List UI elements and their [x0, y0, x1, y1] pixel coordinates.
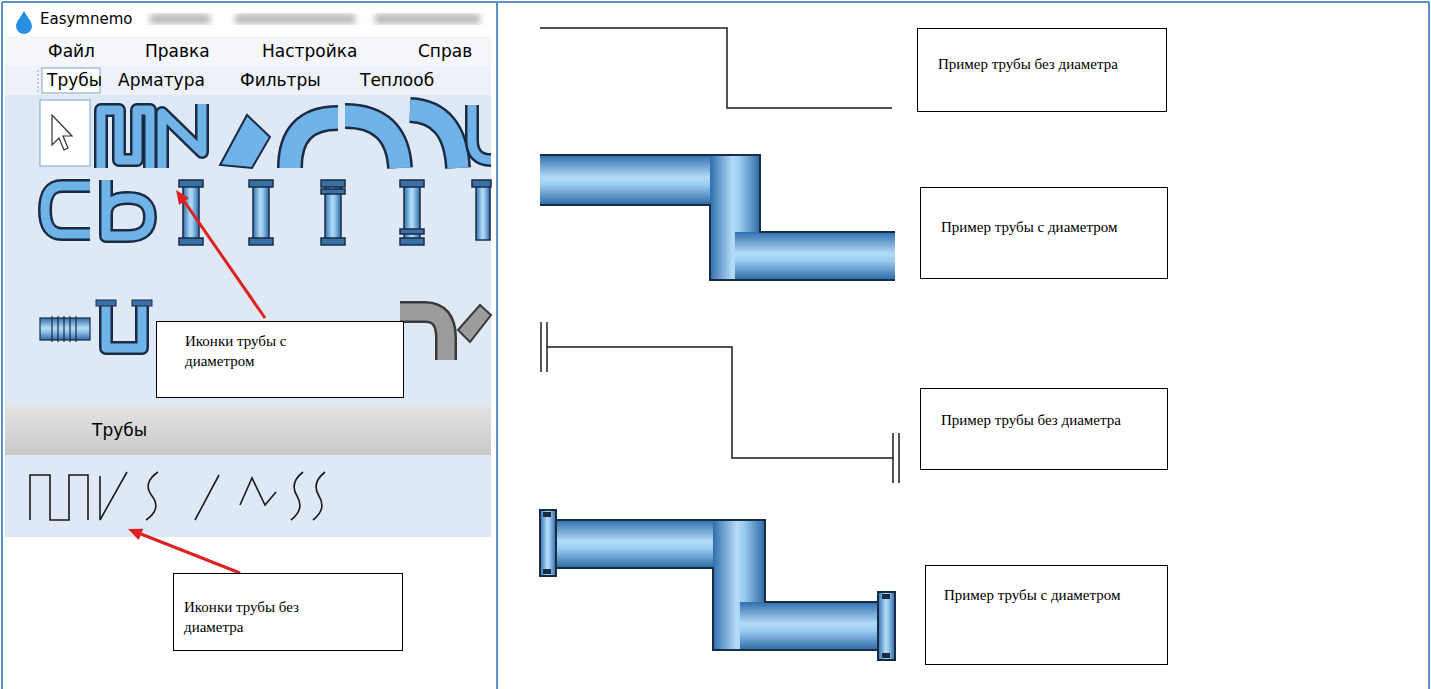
caption-box: Пример трубы с диаметром	[925, 565, 1168, 665]
tab-label: Трубы	[47, 70, 102, 90]
callout-text: Иконки трубы без диаметра	[184, 598, 334, 637]
line-pipe-example	[541, 322, 899, 483]
tab-label: Фильтры	[240, 70, 321, 90]
tab-bar	[5, 66, 491, 95]
section-header-bar	[5, 405, 491, 455]
tab-label: Арматура	[118, 70, 205, 90]
callout-box: Иконки трубы с диаметром	[156, 321, 404, 398]
pipe-example	[540, 155, 895, 280]
menu-item: Файл	[48, 41, 95, 61]
icon-panel	[5, 95, 491, 405]
line-pipe-icons	[30, 472, 325, 520]
caption-box: Пример трубы без диаметра	[917, 28, 1167, 112]
line-icon-panel	[5, 455, 491, 537]
toolbar-grip	[38, 70, 39, 92]
menu-bar	[5, 36, 491, 66]
section-header: Трубы	[92, 420, 147, 440]
callout-text: Пример трубы без диаметра	[938, 55, 1163, 75]
callout-text: Пример трубы без диаметра	[941, 411, 1163, 431]
tab-label: Теплооб	[360, 70, 434, 90]
window-title: Easymnemo	[40, 10, 133, 28]
menu-item: Настройка	[262, 41, 357, 61]
caption-box: Пример трубы без диаметра	[920, 388, 1168, 470]
window-title-bar	[5, 5, 491, 36]
callout-box: Иконки трубы без диаметра	[173, 573, 403, 651]
caption-box: Пример трубы с диаметром	[920, 187, 1168, 279]
callout-text: Пример трубы с диаметром	[944, 586, 1164, 606]
callout-text: Иконки трубы с диаметром	[185, 332, 335, 371]
line-pipe-example	[540, 28, 892, 108]
callout-text: Пример трубы с диаметром	[941, 218, 1163, 238]
menu-item: Правка	[145, 41, 210, 61]
menu-item: Справ	[418, 41, 472, 61]
flanged-pipe-example	[540, 510, 895, 660]
